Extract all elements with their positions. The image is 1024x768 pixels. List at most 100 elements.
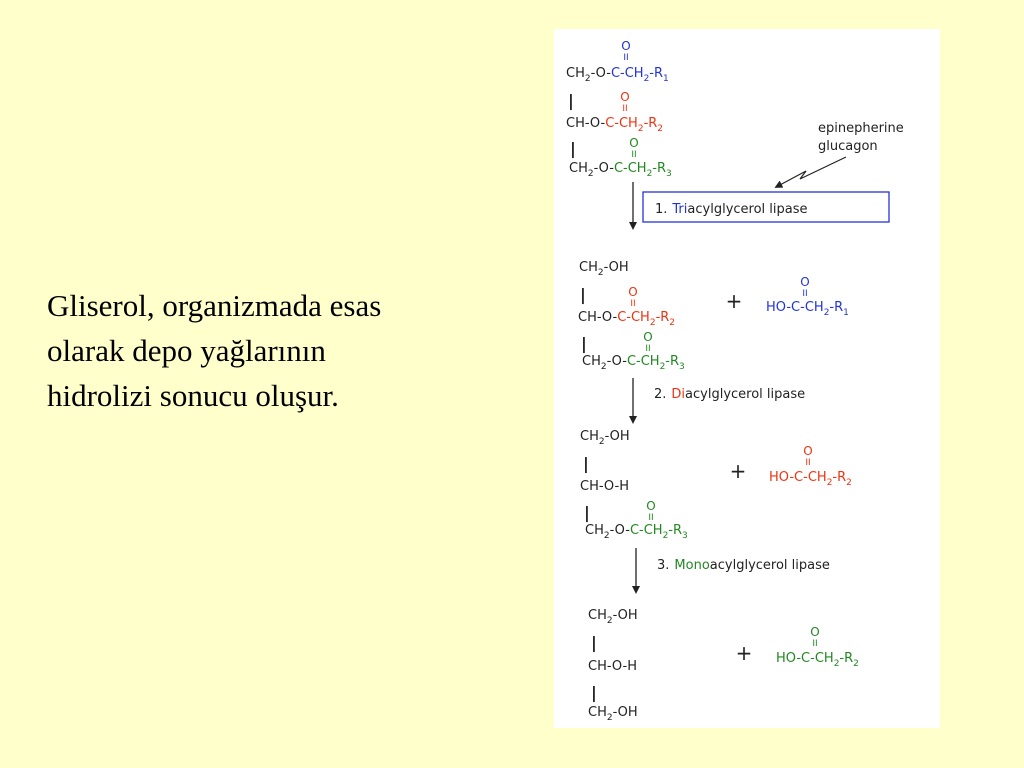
tag-row1-o: -O- xyxy=(591,66,612,81)
dag-row3-r: -R xyxy=(665,354,679,369)
glycerol-row2: CH-O-H xyxy=(588,659,637,674)
mag-row3-r: -R xyxy=(668,523,682,538)
glycerol-structure: CH2-OH | CH-O-H | CH2-OH xyxy=(588,608,638,723)
fa1-formula: HO-C-CH xyxy=(766,300,824,315)
tag-r1-double-bond: II xyxy=(623,53,628,63)
tag-row2-ch: CH-O- xyxy=(566,116,605,131)
tag-row3-o: -O- xyxy=(594,161,615,176)
glycerol-row3-sub: 2 xyxy=(607,713,613,723)
hormone-epinephrine-label: epinepherine xyxy=(818,121,904,136)
tag-row1-ch2: CH xyxy=(566,66,585,81)
dag-bond-2: | xyxy=(581,334,587,354)
mag-row3-sub: 2 xyxy=(604,531,610,541)
tag-row1-sub: 2 xyxy=(585,74,591,84)
mag-row3: CH2-O-C-CH2-R3 xyxy=(585,523,688,541)
dag-bond-1: | xyxy=(580,285,586,305)
mag-bond-2: | xyxy=(584,503,590,523)
fa2-carbonyl-o: O xyxy=(803,444,812,458)
tag-r2-carbonyl-o: O xyxy=(620,90,629,104)
fatty-acid-1: HO-C-CH2-R1 xyxy=(766,300,849,318)
glycerol-bond-2: | xyxy=(591,683,597,703)
tag-row2-r: -R xyxy=(644,116,658,131)
dag-row2-r-sub: 2 xyxy=(669,318,675,328)
fa2-r-sub: 2 xyxy=(846,478,852,488)
dag-row3-acyl-sub: 2 xyxy=(660,362,666,372)
dag-r2-double-bond: II xyxy=(630,299,635,309)
diacylglycerol-structure: CH2-OH | O II CH-O-C-CH2-R2 | O II CH2-O… xyxy=(578,260,685,372)
dag-row3-ch2: CH xyxy=(582,354,601,369)
slide-text-line-2: olarak depo yağlarının xyxy=(47,333,326,368)
lipolysis-diagram-svg: O II CH2-O-C-CH2-R1 | O II CH-O-C-CH2-R2… xyxy=(566,39,904,723)
step-3-number: 3. xyxy=(657,558,669,573)
step-3-prefix: Mono xyxy=(674,558,709,573)
mag-row1-ch2: CH xyxy=(580,429,599,444)
tag-r3-double-bond: II xyxy=(631,150,636,160)
glycerol-row1-ch2: CH xyxy=(588,608,607,623)
monoacylglycerol-structure: CH2-OH | CH-O-H | O II CH2-O-C-CH2-R3 xyxy=(580,429,688,541)
step-1-prefix: Tri xyxy=(671,202,687,217)
glycerol-row1-oh: -OH xyxy=(613,608,638,623)
mag-row1-sub: 2 xyxy=(599,437,605,447)
triacylglycerol-structure: O II CH2-O-C-CH2-R1 | O II CH-O-C-CH2-R2… xyxy=(566,39,672,179)
dag-row1-oh: -OH xyxy=(604,260,629,275)
step-2-number: 2. xyxy=(654,387,666,402)
plus-sign-2: + xyxy=(730,459,747,483)
dag-row2: CH-O-C-CH2-R2 xyxy=(578,310,675,328)
step-2-enzyme-label: 2. Diacylglycerol lipase xyxy=(654,387,805,402)
step-3-suffix: acylglycerol lipase xyxy=(710,558,830,573)
mag-r3-carbonyl-o: O xyxy=(646,499,655,513)
tag-r1-carbonyl-o: O xyxy=(621,39,630,53)
fa1-r: -R xyxy=(829,300,843,315)
tag-row3-r: -R xyxy=(652,161,666,176)
tag-row3-acyl: C-CH xyxy=(614,161,647,176)
hormone-activation-arrow xyxy=(774,156,847,188)
fa1-carbonyl-o: O xyxy=(800,275,809,289)
slide-text-line-1: Gliserol, organizmada esas xyxy=(47,288,382,323)
lipolysis-diagram: O II CH2-O-C-CH2-R1 | O II CH-O-C-CH2-R2… xyxy=(554,29,940,728)
fatty-acid-2: HO-C-CH2-R2 xyxy=(769,470,852,488)
slide-text-line-3: hidrolizi sonucu oluşur. xyxy=(47,378,339,413)
fa3-r: -R xyxy=(839,651,853,666)
tag-row3-ch2: CH xyxy=(569,161,588,176)
fa3-formula: HO-C-CH xyxy=(776,651,834,666)
tag-row2-acyl: C-CH xyxy=(605,116,638,131)
mag-row1-oh: -OH xyxy=(605,429,630,444)
tag-row3: CH2-O-C-CH2-R3 xyxy=(569,161,672,179)
fa2-sub: 2 xyxy=(827,478,833,488)
dag-row3-o: -O- xyxy=(607,354,628,369)
step-1-enzyme-label: 1. Triacylglycerol lipase xyxy=(655,202,808,217)
dag-row3-sub: 2 xyxy=(601,362,607,372)
step-1-enzyme-box xyxy=(642,191,890,223)
fatty-acid-3: HO-C-CH2-R2 xyxy=(776,651,859,669)
tag-row3-r-sub: 3 xyxy=(666,169,672,179)
dag-row2-r: -R xyxy=(656,310,670,325)
fa3-carbonyl-o: O xyxy=(810,625,819,639)
step-1-number: 1. xyxy=(655,202,667,217)
dag-row3: CH2-O-C-CH2-R3 xyxy=(582,354,685,372)
fa1-sub: 2 xyxy=(824,308,830,318)
mag-row3-acyl: C-CH xyxy=(630,523,663,538)
tag-row1-r: -R xyxy=(649,66,663,81)
tag-r2-double-bond: II xyxy=(622,104,627,114)
dag-r3-double-bond: II xyxy=(645,344,650,354)
glycerol-row1-sub: 2 xyxy=(607,616,613,626)
fa3-sub: 2 xyxy=(834,659,840,669)
mag-bond-1: | xyxy=(583,454,589,474)
tag-bond-1: | xyxy=(568,91,574,111)
step-2-suffix: acylglycerol lipase xyxy=(685,387,805,402)
tag-row2-acyl-sub: 2 xyxy=(638,124,644,134)
glycerol-row1: CH2-OH xyxy=(588,608,638,626)
step-2-prefix: Di xyxy=(671,387,685,402)
dag-r2-carbonyl-o: O xyxy=(628,285,637,299)
fa1-r-sub: 1 xyxy=(843,308,849,318)
dag-row2-acyl: C-CH xyxy=(617,310,650,325)
mag-row2: CH-O-H xyxy=(580,479,629,494)
mag-row3-acyl-sub: 2 xyxy=(663,531,669,541)
dag-r3-carbonyl-o: O xyxy=(643,330,652,344)
plus-sign-3: + xyxy=(736,641,753,665)
tag-row2: CH-O-C-CH2-R2 xyxy=(566,116,663,134)
step-1-suffix: acylglycerol lipase xyxy=(687,202,807,217)
mag-r3-double-bond: II xyxy=(648,513,653,523)
glycerol-row3: CH2-OH xyxy=(588,705,638,723)
slide-body-text: Gliserol, organizmada esas olarak depo y… xyxy=(47,283,517,418)
